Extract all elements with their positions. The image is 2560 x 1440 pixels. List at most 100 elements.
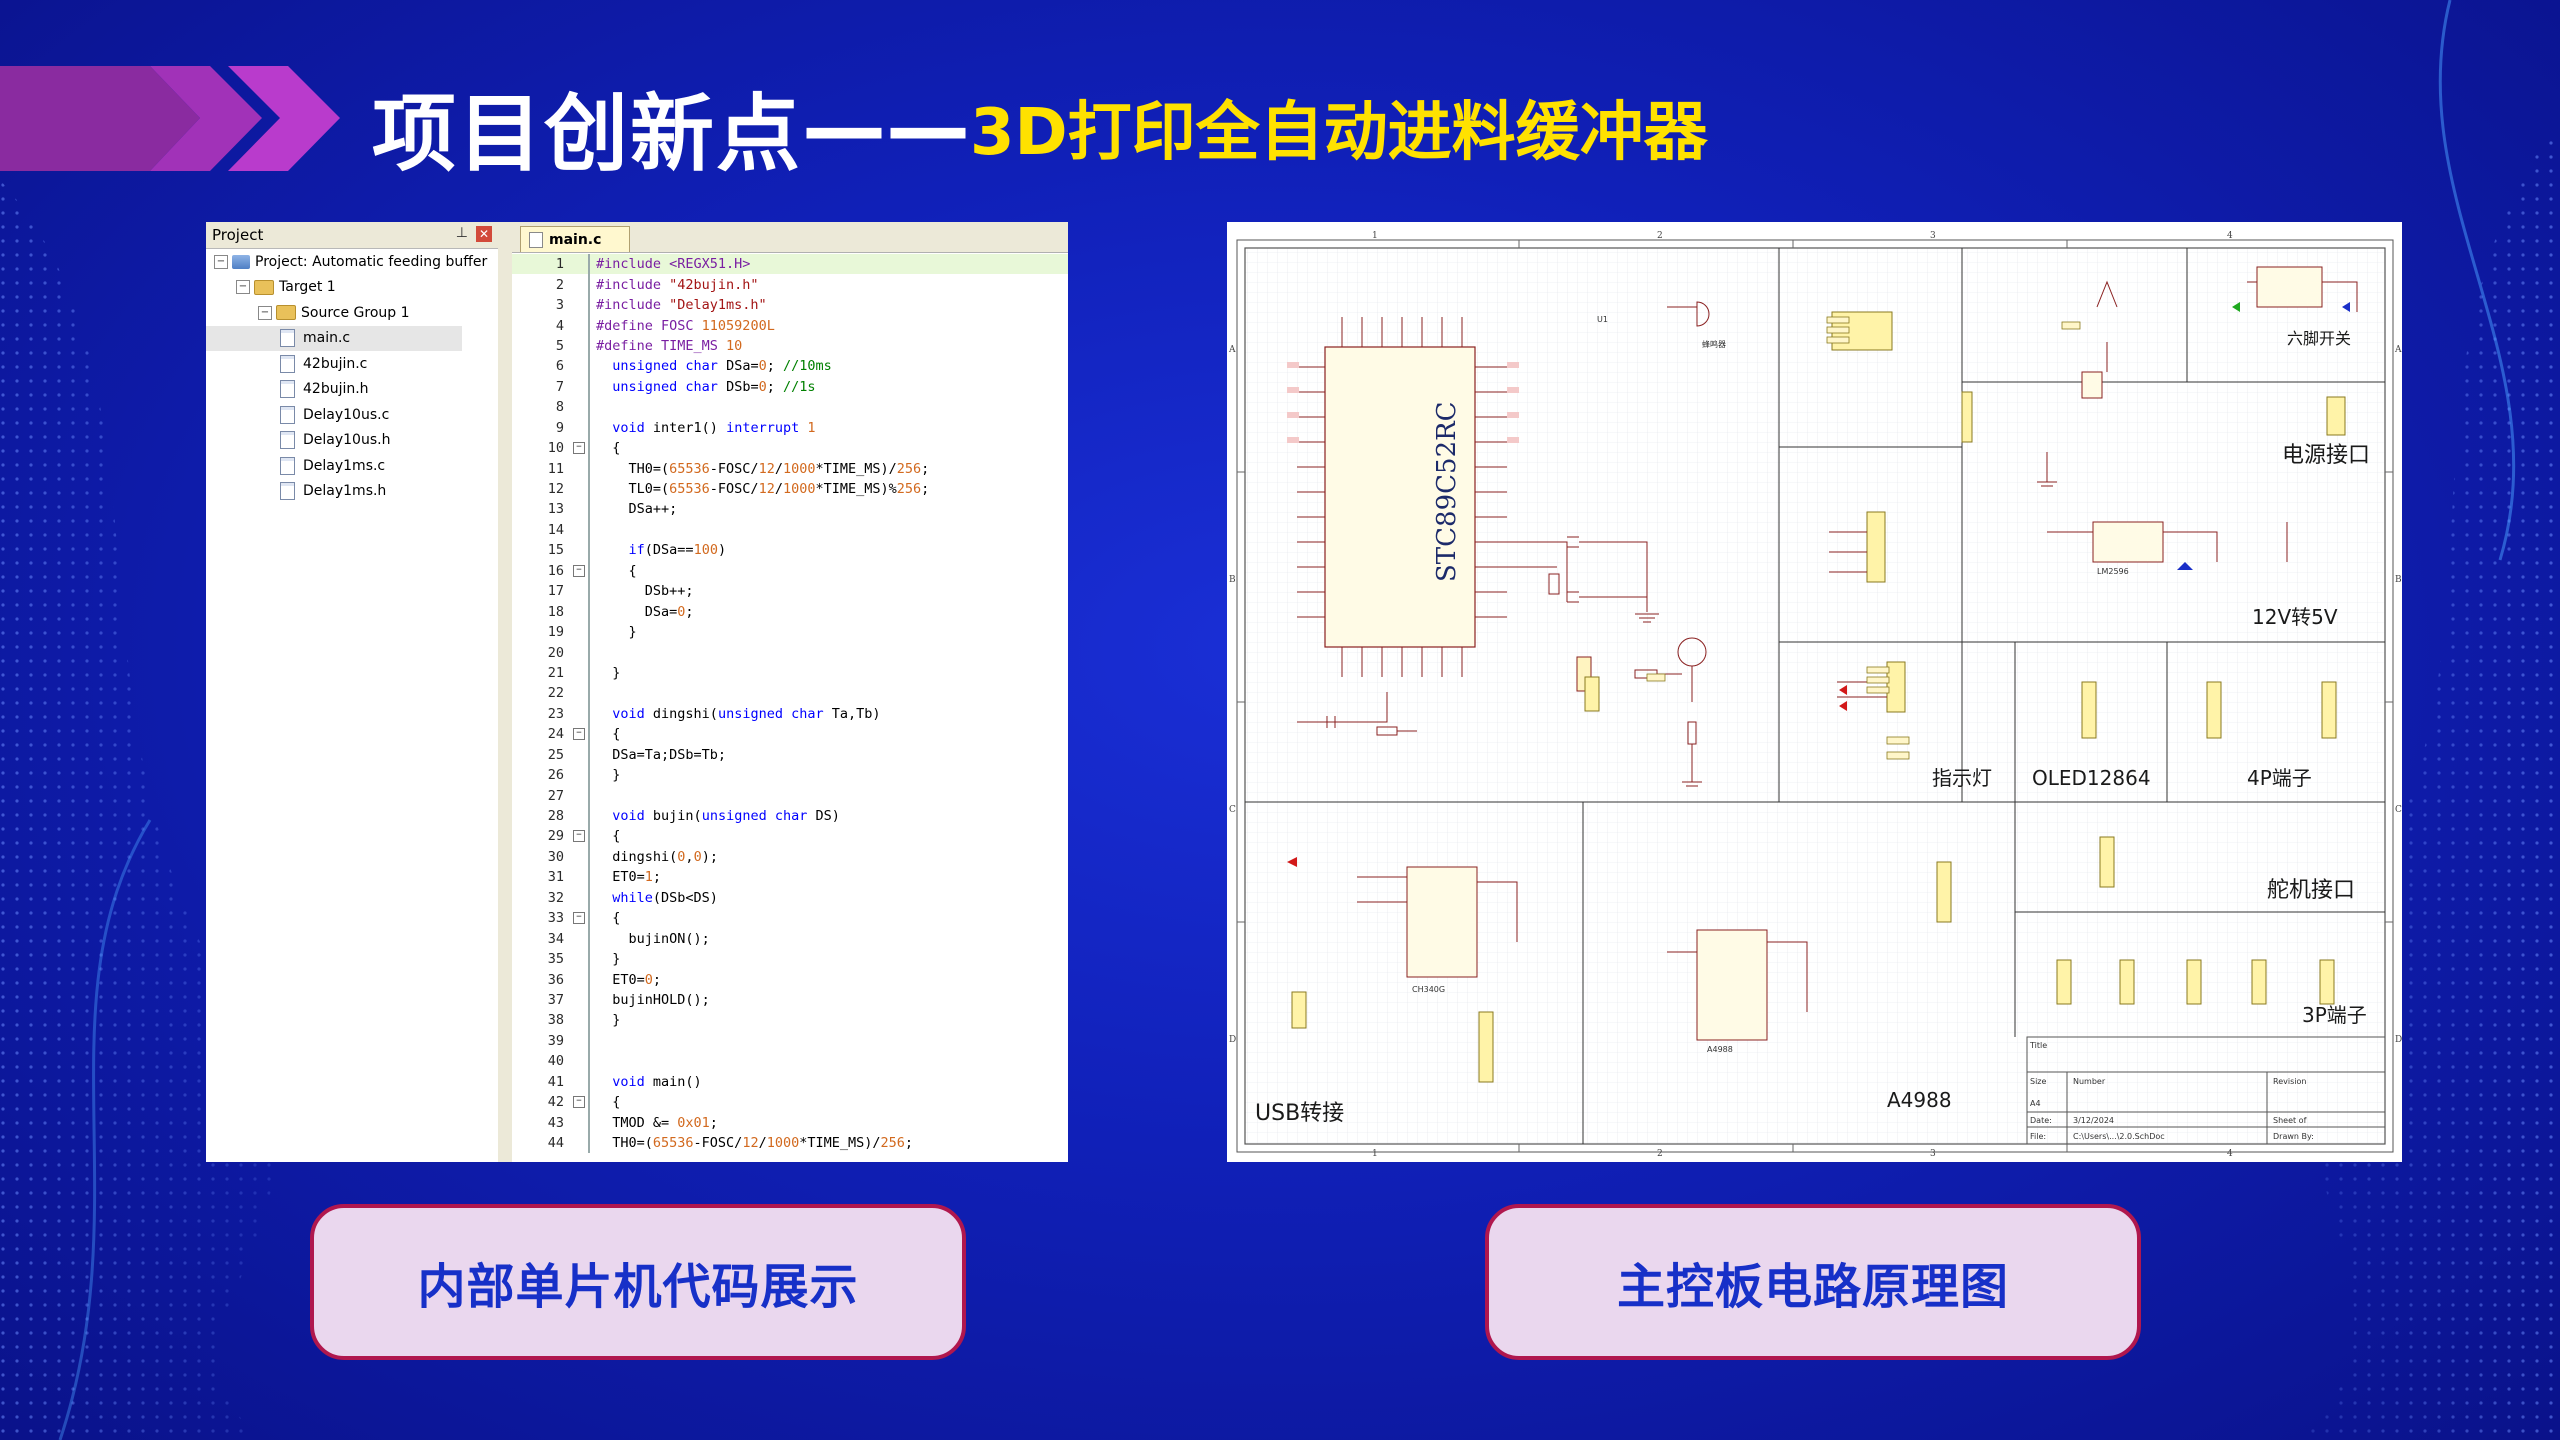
fold-toggle-icon[interactable]: −: [570, 911, 588, 925]
tree-item-file[interactable]: 42bujin.h: [206, 377, 498, 403]
line-number: 32: [547, 889, 564, 906]
tree-item-label: Project: Automatic feeding buffer: [255, 253, 488, 270]
code-line[interactable]: 9 void inter1() interrupt 1: [512, 417, 1068, 438]
tb-revision: Revision: [2273, 1077, 2306, 1086]
code-line[interactable]: 26 }: [512, 764, 1068, 786]
panel-splitter[interactable]: [498, 222, 513, 1162]
code-line[interactable]: 35 }: [512, 948, 1068, 970]
code-line[interactable]: 19 }: [512, 621, 1068, 643]
code-line[interactable]: 14: [512, 519, 1068, 541]
code-line[interactable]: 6 unsigned char DSa=0; //10ms: [512, 356, 1068, 377]
code-line[interactable]: 32 while(DSb<DS): [512, 887, 1068, 908]
line-number: 37: [547, 991, 564, 1008]
tree-item-folder[interactable]: −Source Group 1: [206, 300, 498, 326]
tree-item-file[interactable]: main.c: [206, 325, 462, 351]
code-line[interactable]: 15 if(DSa==100): [512, 540, 1068, 561]
code-line[interactable]: 13 DSa++;: [512, 499, 1068, 520]
code-line[interactable]: 11 TH0=(65536-FOSC/12/1000*TIME_MS)/256;: [512, 458, 1068, 479]
code-line[interactable]: 23 void dingshi(unsigned char Ta,Tb): [512, 703, 1068, 725]
code-text: dingshi(0,0);: [596, 848, 718, 865]
tree-item-file[interactable]: Delay1ms.h: [206, 479, 498, 505]
code-line[interactable]: 21 }: [512, 662, 1068, 684]
collapse-toggle-icon[interactable]: −: [236, 280, 250, 295]
code-margin: [588, 785, 590, 806]
code-line[interactable]: 40: [512, 1051, 1068, 1072]
line-number: 22: [547, 685, 564, 702]
code-line[interactable]: 31 ET0=1;: [512, 867, 1068, 888]
code-line[interactable]: 1#include <REGX51.H>: [512, 254, 1068, 275]
tree-item-file[interactable]: Delay1ms.c: [206, 453, 498, 479]
code-line[interactable]: 20: [512, 642, 1068, 663]
fold-toggle-icon[interactable]: −: [570, 564, 588, 578]
tree-item-folder[interactable]: −Target 1: [206, 275, 498, 301]
code-margin: [588, 274, 590, 295]
code-line[interactable]: 42− {: [512, 1091, 1068, 1113]
tab-main-c[interactable]: main.c: [520, 226, 630, 252]
fold-gutter: [570, 380, 588, 394]
code-line[interactable]: 36 ET0=0;: [512, 969, 1068, 990]
chip-lm2596: LM2596: [2097, 567, 2129, 576]
slide-title-subtitle: 3D打印全自动进料缓冲器: [970, 96, 1708, 170]
code-text: DSb++;: [596, 583, 694, 600]
code-line[interactable]: 30 dingshi(0,0);: [512, 846, 1068, 868]
fold-toggle-icon[interactable]: −: [570, 1095, 588, 1109]
code-line[interactable]: 4#define FOSC 11059200L: [512, 315, 1068, 336]
code-line[interactable]: 16− {: [512, 560, 1068, 581]
code-line[interactable]: 18 DSa=0;: [512, 601, 1068, 622]
code-line[interactable]: 28 void bujin(unsigned char DS): [512, 805, 1068, 827]
tree-item-file[interactable]: Delay10us.c: [206, 402, 498, 428]
tree-item-file[interactable]: Delay10us.h: [206, 428, 498, 454]
c-file-icon: [280, 431, 295, 450]
fold-toggle-icon[interactable]: −: [570, 727, 588, 741]
code-line[interactable]: 25 DSa=Ta;DSb=Tb;: [512, 744, 1068, 765]
label-a4988: A4988: [1887, 1088, 1952, 1112]
code-margin: [588, 887, 590, 908]
border-let-b: B: [1229, 575, 1236, 585]
fold-gutter: [570, 1034, 588, 1048]
code-line[interactable]: 2#include "42bujin.h": [512, 274, 1068, 295]
border-let-c2: C: [2395, 805, 2402, 815]
code-line[interactable]: 8: [512, 397, 1068, 418]
code-line[interactable]: 44 TH0=(65536-FOSC/12/1000*TIME_MS)/256;: [512, 1132, 1068, 1154]
code-line[interactable]: 38 }: [512, 1010, 1068, 1031]
code-line[interactable]: 29− {: [512, 826, 1068, 847]
line-number: 42: [547, 1094, 564, 1111]
fold-toggle-icon[interactable]: −: [570, 829, 588, 843]
code-line[interactable]: 27: [512, 785, 1068, 806]
line-number: 3: [555, 297, 564, 314]
fold-gutter: [570, 768, 588, 782]
line-number: 14: [547, 521, 564, 538]
code-line[interactable]: 41 void main(): [512, 1071, 1068, 1092]
code-line[interactable]: 12 TL0=(65536-FOSC/12/1000*TIME_MS)%256;: [512, 478, 1068, 500]
code-line[interactable]: 37 bujinHOLD();: [512, 989, 1068, 1011]
close-icon[interactable]: ✕: [476, 226, 492, 242]
code-line[interactable]: 43 TMOD &= 0x01;: [512, 1112, 1068, 1133]
collapse-toggle-icon[interactable]: −: [258, 305, 272, 320]
label-power-port: 电源接口: [2282, 443, 2370, 468]
line-number: 21: [547, 664, 564, 681]
code-line[interactable]: 24− {: [512, 724, 1068, 745]
code-line[interactable]: 7 unsigned char DSb=0; //1s: [512, 376, 1068, 398]
code-line[interactable]: 39: [512, 1030, 1068, 1052]
tree-item-project[interactable]: − Project: Automatic feeding buffer: [206, 249, 498, 275]
line-number: 23: [547, 705, 564, 722]
pin-icon[interactable]: ⊥: [455, 225, 468, 241]
code-line[interactable]: 34 bujinON();: [512, 928, 1068, 949]
collapse-toggle-icon[interactable]: −: [214, 254, 228, 269]
fold-gutter: [570, 298, 588, 312]
code-line[interactable]: 22: [512, 683, 1068, 704]
code-line[interactable]: 10− {: [512, 437, 1068, 459]
code-line[interactable]: 17 DSb++;: [512, 581, 1068, 602]
code-text: void dingshi(unsigned char Ta,Tb): [612, 705, 881, 722]
fold-toggle-icon[interactable]: −: [570, 441, 588, 455]
code-editor[interactable]: main.c 1#include <REGX51.H>2#include "42…: [512, 222, 1068, 1162]
code-line[interactable]: 33− {: [512, 908, 1068, 929]
border-num-4b: 4: [2227, 1149, 2233, 1159]
fold-gutter: [570, 278, 588, 292]
code-margin: [588, 356, 590, 377]
code-line[interactable]: 3#include "Delay1ms.h": [512, 294, 1068, 316]
chip-u1: U1: [1597, 315, 1608, 324]
fold-gutter: [570, 482, 588, 496]
code-line[interactable]: 5#define TIME_MS 10: [512, 335, 1068, 357]
tree-item-file[interactable]: 42bujin.c: [206, 351, 498, 377]
